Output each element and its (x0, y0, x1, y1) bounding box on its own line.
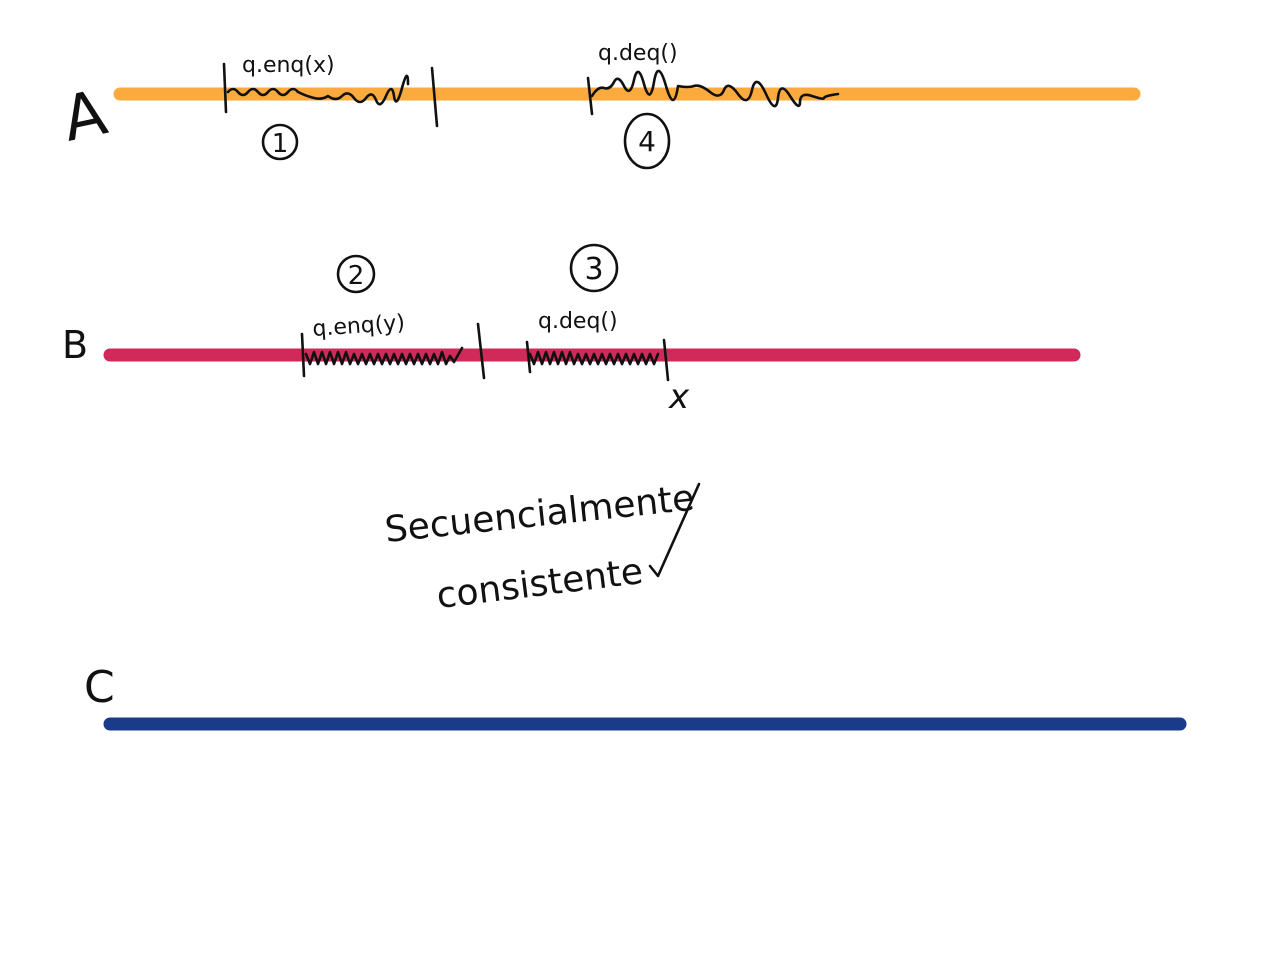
process-b: B q.enq(y) 2 q.deq() 3 x (62, 243, 1081, 417)
verdict-note: Secuencialmente consistente (383, 478, 701, 617)
step-number: 4 (638, 125, 656, 158)
interval-end-tick (662, 338, 670, 382)
process-label-c: C (84, 662, 115, 713)
process-label-b: B (62, 323, 88, 367)
operation-squiggle (304, 346, 464, 366)
process-a: A q.enq(x) 1 q.deq() 4 (56, 41, 1141, 170)
step-circle (623, 112, 671, 170)
step-number: 3 (584, 252, 603, 287)
operation-b-enq: q.enq(y) 2 (300, 254, 486, 380)
interval-start-tick (525, 340, 532, 374)
operation-label: q.enq(x) (242, 53, 335, 78)
step-number: 1 (272, 129, 289, 159)
interval-end-tick (430, 66, 439, 128)
checkmark-icon (648, 482, 701, 578)
operation-b-deq: q.deq() 3 x (525, 243, 690, 417)
operation-squiggle (590, 69, 840, 108)
step-number: 2 (348, 261, 365, 291)
verdict-line-1: Secuencialmente (383, 478, 696, 551)
return-value: x (668, 377, 690, 417)
operation-a-enq: q.enq(x) 1 (222, 53, 439, 161)
operation-squiggle (528, 350, 660, 366)
interval-start-tick (586, 76, 594, 116)
verdict-line-2: consistente (434, 551, 645, 617)
step-circle (261, 123, 299, 161)
operation-label: q.deq() (538, 309, 618, 334)
operation-squiggle (226, 74, 410, 106)
step-circle (569, 243, 619, 293)
interval-start-tick (222, 62, 228, 114)
process-c: C (84, 662, 1187, 731)
interval-start-tick (300, 332, 306, 378)
step-circle (336, 254, 376, 294)
interval-end-tick (476, 322, 486, 380)
operation-a-deq: q.deq() 4 (586, 41, 840, 170)
operation-label: q.deq() (598, 41, 678, 66)
process-label-a: A (56, 76, 113, 156)
operation-label: q.enq(y) (312, 311, 406, 342)
